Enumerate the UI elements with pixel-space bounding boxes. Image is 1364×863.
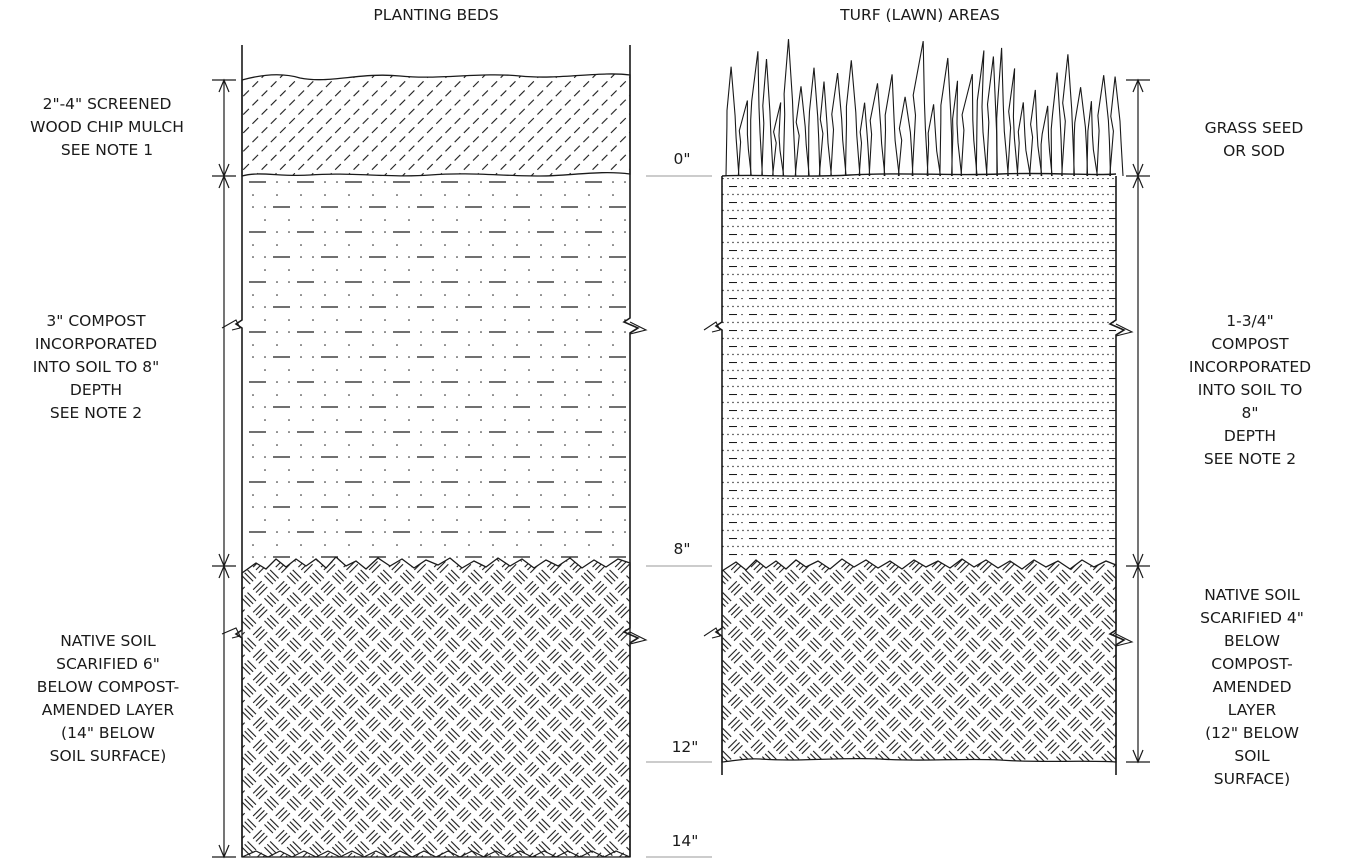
label-bed-compost: 3" COMPOST INCORPORATED INTO SOIL TO 8" … [32, 312, 160, 422]
turf-left-break-2 [703, 627, 721, 639]
grass-blade [996, 47, 1009, 177]
grass-blade [858, 102, 871, 177]
grass-blade [1086, 101, 1098, 177]
bed-dimension-line [212, 78, 236, 859]
grass-blade [750, 51, 763, 177]
grass-blade [897, 96, 914, 177]
grass-blade [818, 81, 832, 177]
bed-left-break [221, 319, 241, 331]
bed-right-wall [622, 45, 640, 857]
title-turf-areas: TURF (LAWN) AREAS [840, 6, 1000, 24]
grass-blade [782, 39, 797, 177]
grass-blade [1109, 76, 1124, 177]
bed-left-break-2 [221, 627, 241, 639]
grass-blade [807, 67, 821, 177]
label-turf-native: NATIVE SOIL SCARIFIED 4" BELOW COMPOST- … [1200, 586, 1304, 788]
grass-blade [844, 60, 861, 177]
label-turf-compost: 1-3/4" COMPOST INCORPORATED INTO SOIL TO… [1188, 312, 1312, 468]
grass-blade [1050, 72, 1063, 177]
depth-marker-8: 8" [673, 540, 691, 558]
grass-blade [1007, 68, 1019, 177]
grass-blade [772, 102, 785, 177]
label-bed-mulch: 2"-4" SCREENED WOOD CHIP MULCH SEE NOTE … [30, 95, 184, 159]
grass-blade [761, 58, 774, 177]
turf-native-soil-layer [721, 558, 1117, 763]
turf-grass-blades [725, 39, 1124, 177]
grass-blade [939, 57, 953, 177]
turf-left-wall [714, 176, 723, 775]
grass-blade [951, 80, 963, 177]
bed-native-soil-layer [241, 556, 631, 858]
bed-right-break [629, 321, 648, 335]
grass-blade [1016, 102, 1031, 177]
turf-right-break [1115, 323, 1134, 337]
label-turf-grass: GRASS SEED OR SOD [1204, 119, 1304, 160]
bed-right-break-2 [629, 631, 648, 645]
depth-marker-12: 12" [671, 738, 699, 756]
bed-mulch-layer [241, 73, 631, 177]
grass-blade [725, 66, 740, 177]
grass-blade [1073, 87, 1089, 177]
depth-marker-14: 14" [671, 832, 699, 850]
grass-blade [883, 74, 900, 177]
bed-compost-layer [242, 176, 630, 566]
depth-reference-lines [646, 175, 712, 858]
title-planting-beds: PLANTING BEDS [373, 6, 499, 24]
turf-dimension-line [1126, 78, 1150, 764]
grass-blade [975, 50, 988, 177]
grass-blade [911, 40, 929, 177]
grass-blade [926, 104, 942, 177]
label-bed-native: NATIVE SOIL SCARIFIED 6" BELOW COMPOST- … [36, 632, 180, 765]
grass-blade [1061, 54, 1075, 177]
grass-blade [1029, 89, 1043, 177]
grass-blade [868, 83, 886, 177]
turf-left-break [703, 321, 721, 333]
bed-bottom-edge [241, 850, 631, 858]
grass-blade [794, 86, 810, 177]
turf-compost-layer [722, 178, 1116, 558]
turf-right-wall [1108, 176, 1126, 775]
grass-blade [1040, 105, 1053, 177]
depth-marker-0: 0" [673, 150, 691, 168]
grass-blade [737, 100, 752, 177]
bed-left-wall [234, 45, 243, 857]
grass-blade [830, 73, 847, 177]
grass-blade [960, 73, 978, 177]
turf-surface-line [721, 172, 1117, 177]
grass-blade [985, 56, 998, 177]
grass-blade [1096, 75, 1112, 177]
turf-right-break-2 [1115, 633, 1134, 647]
